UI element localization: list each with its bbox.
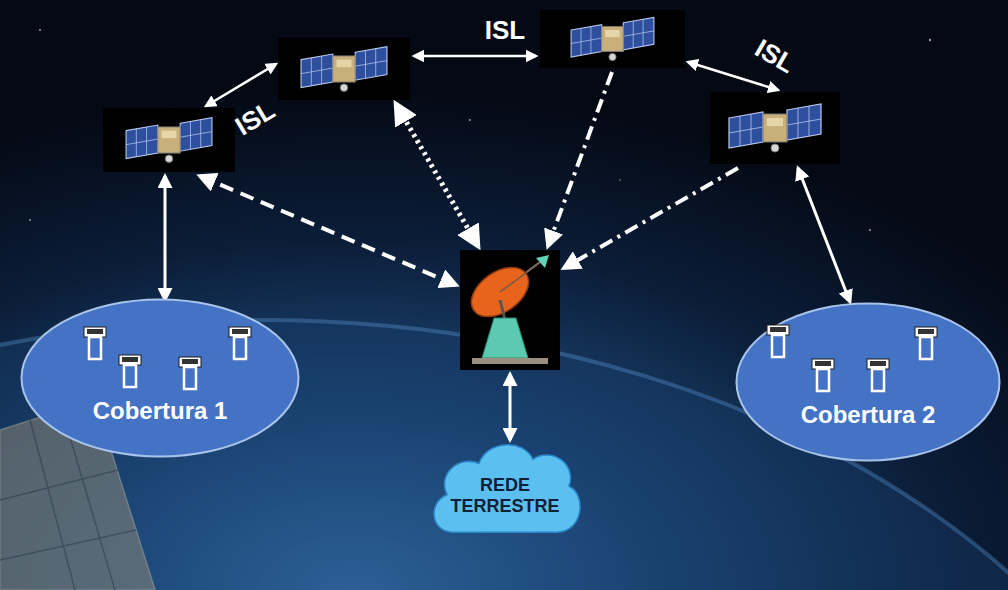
satellite-icon: [710, 92, 840, 164]
terminal-icon: [767, 325, 789, 357]
coverage-area: [22, 300, 299, 457]
feeder-link: [564, 168, 738, 268]
cloud-shape: [434, 445, 580, 532]
ellipse-outline: [20, 298, 300, 458]
network-cloud: REDE TERRESTRE: [425, 428, 585, 553]
terminal-icon: [229, 327, 251, 359]
terminal-icon: [812, 359, 834, 391]
feeder-link: [200, 176, 456, 285]
coverage-area: [737, 304, 1000, 461]
backhaul-link: [509, 374, 512, 440]
isl-arrow: [414, 55, 536, 58]
coverage-ellipse: Cobertura 1: [20, 298, 300, 458]
terminal-icon: [867, 359, 889, 391]
feeder-link: [548, 72, 612, 246]
ellipse-outline: [735, 302, 1001, 462]
coverage-ellipse: Cobertura 2: [735, 302, 1001, 462]
terminal-icon: [915, 327, 937, 359]
user-link: [798, 168, 850, 302]
terminal-icon: [84, 327, 106, 359]
satellite-icon: [540, 10, 685, 68]
cloud-label: REDE TERRESTRE: [444, 475, 566, 516]
terminal-icon: [119, 355, 141, 387]
link-label: ISL: [485, 17, 525, 43]
isl-arrow: [688, 62, 778, 90]
ground-station-icon: [460, 250, 560, 370]
satellite-icon: [103, 108, 235, 172]
coverage-label: Cobertura 1: [93, 397, 228, 425]
feeder-link: [396, 104, 478, 246]
satellite-icon: [278, 38, 410, 100]
user-link: [164, 176, 167, 300]
terminal-icon: [179, 357, 201, 389]
coverage-label: Cobertura 2: [801, 401, 936, 429]
